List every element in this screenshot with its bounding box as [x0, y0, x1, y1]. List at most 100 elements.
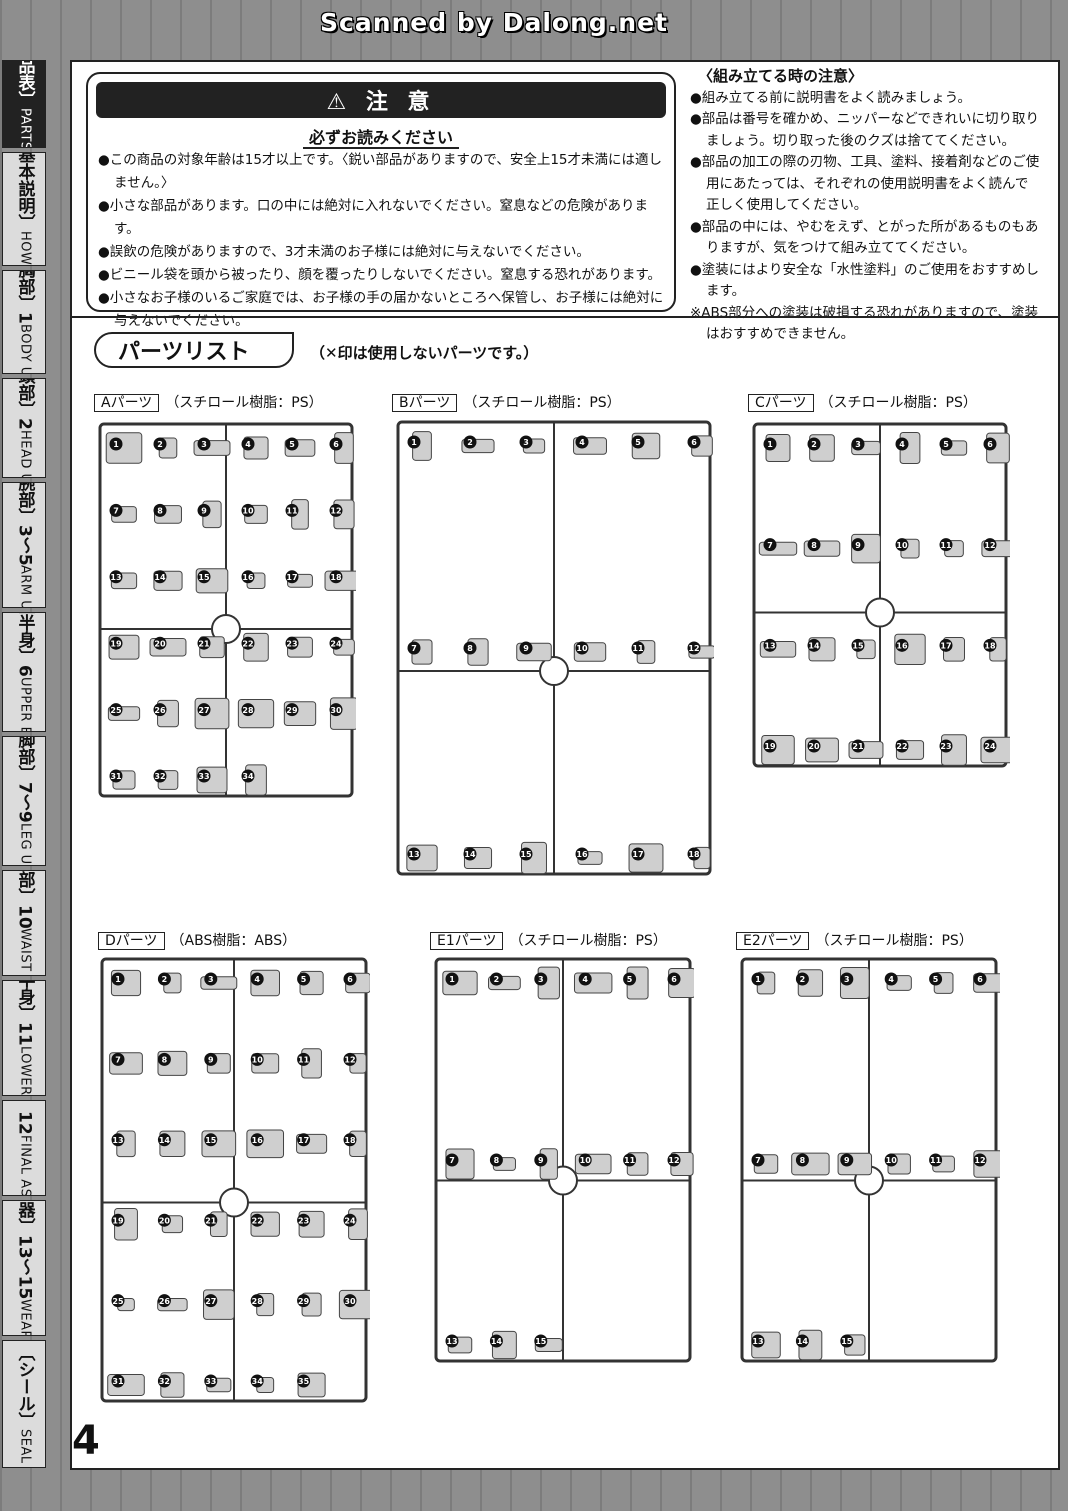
part-number-badge	[534, 972, 548, 986]
part-number-badge	[241, 636, 255, 650]
part-number-badge	[983, 538, 997, 552]
part-number-badge	[297, 1052, 311, 1066]
part-number: 12	[984, 541, 995, 550]
part-number: 2	[494, 975, 500, 984]
part-number-badge	[575, 435, 589, 449]
part-number: 17	[940, 642, 951, 651]
caution-subtitle: 必ずお読みください	[88, 124, 674, 149]
part-number-badge	[204, 1374, 218, 1388]
part-number: 20	[154, 639, 166, 648]
tab-label-jp: 〔上半身〕6	[14, 612, 35, 677]
part-number-badge	[111, 1374, 125, 1388]
part-number-badge	[763, 538, 777, 552]
part-number-badge	[204, 972, 218, 986]
part-number: 6	[671, 975, 677, 984]
tab-how-to[interactable]: 〔基本説明〕HOW TO	[2, 152, 46, 266]
part-number: 7	[449, 1156, 455, 1165]
tab-upper-body[interactable]: 〔上半身〕6UPPER BODY	[2, 612, 46, 732]
part-number-badge	[329, 437, 343, 451]
part-number: 17	[298, 1136, 309, 1145]
tab-weapons[interactable]: 〔武器〕13〜15WEAPONS	[2, 1200, 46, 1336]
tab-final-assemble[interactable]: 〔完成〕12FINAL ASSEMBLE	[2, 1100, 46, 1196]
part-number-badge	[153, 769, 167, 783]
part-number-badge	[297, 1213, 311, 1227]
part-number-badge	[109, 437, 123, 451]
part-number-badge	[343, 1213, 357, 1227]
part-number-badge	[343, 1133, 357, 1147]
part-number: 33	[198, 772, 209, 781]
part-number: 29	[286, 706, 298, 715]
part-number: 15	[841, 1337, 853, 1346]
part-number-badge	[807, 538, 821, 552]
part-number-badge	[250, 1374, 264, 1388]
caution-box: ⚠ 注 意 必ずお読みください ●この商品の対象年齢は15才以上です。〈鋭い部品…	[86, 72, 676, 329]
part-number: 1	[115, 975, 121, 984]
tab-leg-unit[interactable]: 〔脚部〕7〜9LEG UNIT	[2, 736, 46, 866]
part-number-badge	[285, 437, 299, 451]
part-number-badge	[929, 1153, 943, 1167]
part-number: 14	[808, 642, 820, 651]
tab-seal[interactable]: 〔シール〕SEAL	[2, 1340, 46, 1468]
part-number-badge	[285, 570, 299, 584]
part-number-badge	[851, 437, 865, 451]
part-number-badge	[250, 1052, 264, 1066]
part-number: 1	[411, 438, 417, 447]
runner-label-e1: E1パーツ（スチロール樹脂：PS）	[430, 930, 667, 950]
part-number: 2	[800, 975, 806, 984]
part-number: 13	[764, 642, 775, 651]
tab-label-jp: 〔部品表〕	[14, 60, 35, 109]
main-panel: ⚠ 注 意 必ずお読みください ●この商品の対象年齢は15才以上です。〈鋭い部品…	[70, 60, 1060, 1470]
part-number: 7	[113, 507, 119, 516]
part-number-badge	[109, 570, 123, 584]
part-number: 5	[627, 975, 633, 984]
part-number-badge	[111, 1052, 125, 1066]
part-number: 4	[888, 975, 894, 984]
tab-label-en: HEAD UNIT	[17, 429, 33, 478]
part-number: 13	[408, 850, 419, 859]
part-number-badge	[795, 1153, 809, 1167]
part-number: 10	[252, 1056, 264, 1065]
tab-arm-unit[interactable]: 〔腕部〕3〜5ARM UNIT	[2, 482, 46, 608]
tab-label-jp: 〔シール〕	[14, 1344, 35, 1430]
parts-list-note: （✕印は使用しないパーツです。）	[310, 344, 539, 362]
part-number-badge	[840, 1153, 854, 1167]
tab-label-en: ARM UNIT	[17, 565, 33, 608]
part-number: 11	[286, 507, 298, 516]
tab-parts-list[interactable]: 〔部品表〕PARTS LIST	[2, 60, 46, 148]
part-number: 18	[688, 850, 700, 859]
part-number: 1	[767, 440, 773, 449]
tab-lower-body[interactable]: 〔下半身〕11LOWER BODY	[2, 980, 46, 1096]
tab-label-en: UPPER BODY	[17, 676, 33, 732]
part-number-badge	[840, 1334, 854, 1348]
part-number-badge	[763, 638, 777, 652]
tab-label-en: WEAPONS	[17, 1299, 33, 1336]
part-number: 8	[800, 1156, 806, 1165]
part-number: 10	[896, 541, 908, 550]
part-number-badge	[895, 538, 909, 552]
tab-waist-unit[interactable]: 〔腰部〕10WAIST UNIT	[2, 870, 46, 976]
part-number: 19	[764, 742, 776, 751]
part-number-badge	[197, 703, 211, 717]
tab-head-unit[interactable]: 〔頭部〕2HEAD UNIT	[2, 378, 46, 478]
part-number: 28	[242, 706, 254, 715]
part-number-badge	[157, 1294, 171, 1308]
part-number: 28	[252, 1297, 264, 1306]
part-number: 18	[344, 1136, 356, 1145]
part-number-badge	[153, 437, 167, 451]
part-number: 34	[242, 772, 254, 781]
tab-body-unit[interactable]: 〔胸部〕1BODY UNIT	[2, 270, 46, 374]
part-number-badge	[895, 739, 909, 753]
part-number-badge	[851, 638, 865, 652]
part-number-badge	[329, 503, 343, 517]
part-number: 2	[467, 438, 473, 447]
part-number-badge	[204, 1213, 218, 1227]
runner-label-b: Bパーツ（スチロール樹脂：PS）	[392, 392, 621, 412]
part-number: 34	[252, 1377, 264, 1386]
part-number: 18	[330, 573, 342, 582]
part-number-badge	[285, 503, 299, 517]
part-number: 14	[491, 1337, 503, 1346]
part-number-badge	[197, 437, 211, 451]
part-number-badge	[250, 972, 264, 986]
part-number-badge	[575, 641, 589, 655]
